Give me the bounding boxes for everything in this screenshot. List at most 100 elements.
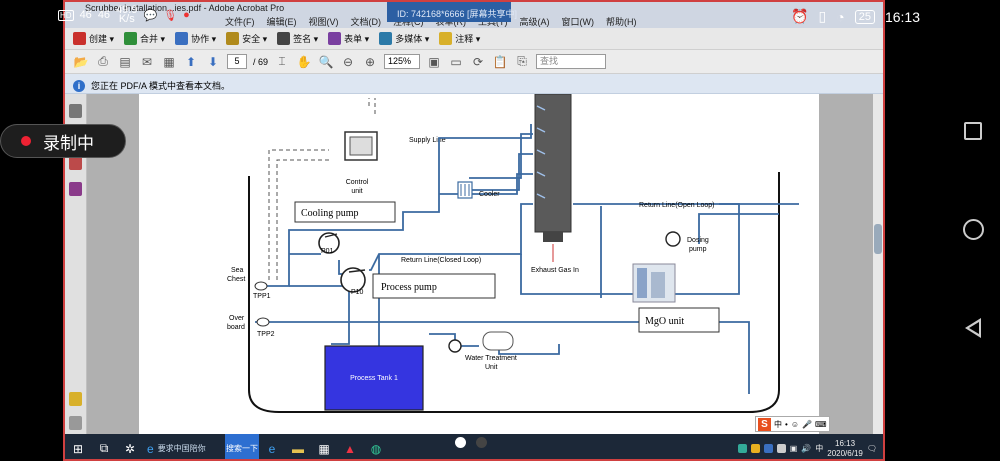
tray-icon-blue[interactable] (763, 444, 773, 453)
tray-lang[interactable]: 中 (815, 444, 824, 453)
menu-item[interactable]: 帮助(H) (606, 17, 637, 27)
ie-taskbar-item[interactable]: e 要求中国陪你 (143, 434, 225, 459)
menu-item[interactable]: 窗口(W) (561, 17, 595, 27)
paperclip-icon[interactable] (69, 416, 82, 430)
menu-item[interactable]: 表单(R) (435, 17, 467, 27)
wifi-icon: ◔ (836, 8, 845, 25)
toolbar-item[interactable]: 协作 ▾ (175, 32, 216, 45)
vibrate-icon: ▯ (818, 8, 827, 24)
explorer-icon[interactable]: ▬ (292, 441, 304, 456)
rotate-icon[interactable]: ⟳ (472, 54, 484, 69)
toolbar-item[interactable]: 签名 ▾ (277, 32, 318, 45)
navigation-toolbar: 📂 ⎙ ▤ ✉ ▦ ⬆ ⬇ 5 / 69 ⌶ ✋ 🔍 ⊖ ⊕ 125% ▣ ▭ … (65, 50, 883, 74)
recording-indicator[interactable]: 录制中 (0, 124, 126, 158)
scrubber-diagram: Control unit Supply Line Exhaust Gas In (227, 93, 799, 413)
pages-icon[interactable]: ▦ (163, 54, 175, 69)
prev-page-icon[interactable]: ⬆ (185, 54, 197, 69)
save-icon[interactable]: ▤ (119, 54, 131, 69)
toolbar-item[interactable]: 创建 ▾ (73, 32, 114, 45)
network-icon[interactable]: ▣ (789, 444, 798, 453)
mgo-tank-b (651, 272, 665, 298)
find-input[interactable]: 查找 (536, 54, 607, 69)
ime-mic-icon[interactable]: 🎤 (801, 419, 812, 429)
info-icon: i (73, 79, 85, 92)
meeting-app-icon[interactable]: ◍ (370, 441, 382, 456)
tray-icon-grey[interactable] (776, 444, 786, 453)
menu-item[interactable]: 注释(C) (393, 17, 424, 27)
store-icon[interactable]: ▦ (318, 441, 330, 456)
zoom-tool-icon[interactable]: 🔍 (318, 54, 334, 69)
notification-icon[interactable]: 🗨 (866, 444, 877, 453)
system-tray: ▣ 🔊 中 16:13 2020/6/19 🗨 (737, 434, 877, 459)
menu-item[interactable]: 文件(F) (225, 17, 255, 27)
ime-keyboard-icon[interactable]: ⌨ (814, 419, 827, 429)
window-title: Scrubber Installation...ies.pdf - Adobe … (85, 3, 285, 13)
email-icon[interactable]: ✉ (141, 54, 153, 69)
toolbar-item-label: 协作 ▾ (191, 34, 217, 44)
zoom-level-select[interactable]: 125% (384, 54, 421, 69)
clipboard-icon[interactable]: 📋 (492, 54, 508, 69)
signatures-panel-icon[interactable] (69, 156, 82, 170)
android-nav-bar (952, 0, 1000, 461)
ime-toolbar[interactable]: S 中 • ☺ 🎤 ⌨ (755, 416, 830, 432)
total-pages: / 69 (253, 56, 269, 67)
toolbar-item[interactable]: 安全 ▾ (226, 32, 267, 45)
tray-icon-green[interactable] (737, 444, 747, 453)
toolbar-item-label: 注释 ▾ (455, 34, 481, 44)
toolbar-item[interactable]: 表单 ▾ (328, 32, 369, 45)
meeting-banner[interactable]: ID: 742168*6666 [屏幕共享中] (387, 2, 517, 22)
task-view-icon[interactable]: ⧉ (99, 441, 109, 455)
toolbar-item[interactable]: 多媒体 ▾ (379, 32, 429, 45)
zoom-in-icon[interactable]: ⊕ (364, 54, 376, 69)
dosing-label-1: Dosing (687, 237, 709, 244)
edge-icon[interactable]: e (268, 441, 276, 456)
toolbar-item[interactable]: 合并 ▾ (124, 32, 165, 45)
ime-punct-icon[interactable]: • (785, 419, 788, 429)
menu-item[interactable]: 文档(D) (350, 17, 382, 27)
windows-start-icon[interactable]: ⊞ (72, 441, 84, 456)
scroll-thumb[interactable] (874, 224, 882, 254)
toolbar-item-label: 签名 ▾ (293, 34, 319, 44)
vertical-scrollbar[interactable] (873, 94, 883, 434)
sogou-icon[interactable]: S (758, 417, 771, 431)
print-icon[interactable]: ⎙ (98, 54, 108, 68)
attachments-panel-icon[interactable] (69, 182, 82, 196)
fit-page-icon[interactable]: ▣ (428, 54, 440, 69)
tpp2-valve (256, 317, 270, 327)
toolbar-item-icon (439, 32, 453, 45)
search-button[interactable]: 搜索一下 (225, 434, 259, 459)
pages-panel-icon[interactable] (69, 104, 82, 118)
home-icon[interactable] (963, 219, 984, 240)
open-folder-icon[interactable]: 📂 (73, 54, 89, 69)
cooling-pump-box (294, 201, 396, 223)
comments-panel-icon[interactable] (69, 392, 82, 406)
ime-emoji-icon[interactable]: ☺ (790, 419, 799, 429)
toolbar-item[interactable]: 注释 ▾ (439, 32, 480, 45)
tray-icon-yellow[interactable] (750, 444, 760, 453)
next-page-icon[interactable]: ⬇ (207, 54, 219, 69)
water-pump-symbol (448, 339, 462, 353)
zoom-out-icon[interactable]: ⊖ (342, 54, 354, 69)
recents-icon[interactable] (964, 122, 982, 140)
control-unit-display (349, 136, 373, 156)
pager-dot-active[interactable] (455, 437, 466, 448)
taskbar-clock[interactable]: 16:13 2020/6/19 (827, 439, 863, 459)
pager-dot[interactable] (476, 437, 487, 448)
hand-tool-icon[interactable]: ✋ (296, 54, 312, 69)
fit-width-icon[interactable]: ▭ (450, 54, 462, 69)
hd-icon: HD (58, 9, 74, 21)
alarm-icon: ⏰ (791, 8, 809, 24)
menu-item[interactable]: 视图(V) (308, 17, 339, 27)
pinwheel-icon[interactable]: ✲ (124, 441, 136, 456)
pdfa-infobar: i 您正在 PDF/A 模式中查看本文档。 (65, 74, 883, 94)
menu-item[interactable]: 工具(T) (478, 17, 508, 27)
acrobat-taskbar-icon[interactable]: ▲ (344, 441, 356, 456)
ime-mode[interactable]: 中 (774, 419, 782, 429)
menu-item[interactable]: 编辑(E) (266, 17, 297, 27)
page-number-input[interactable]: 5 (227, 54, 247, 69)
phone-time: 16:13 (884, 8, 920, 25)
stamp-icon[interactable]: ⎘ (517, 54, 527, 68)
volume-icon[interactable]: 🔊 (801, 444, 812, 453)
menu-item[interactable]: 高级(A) (519, 17, 550, 27)
select-tool-icon[interactable]: ⌶ (278, 54, 286, 68)
